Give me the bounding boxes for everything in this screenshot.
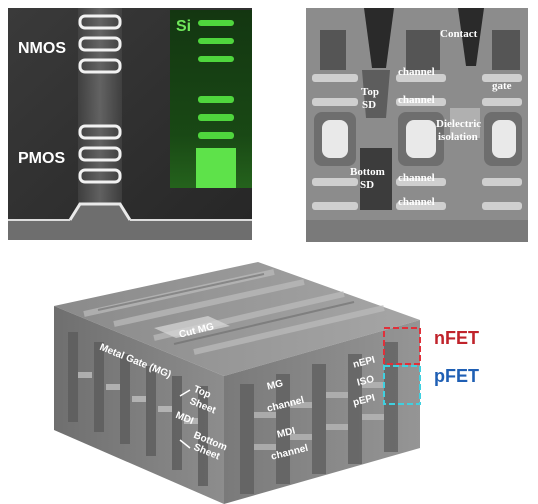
- dielectric-label-2: isolation: [438, 131, 478, 143]
- nmos-label: NMOS: [18, 40, 66, 57]
- sem-stack-panel: NMOS PMOS Si: [8, 8, 252, 240]
- tem-cross-section-image: [306, 8, 528, 242]
- channel-label-4: channel: [398, 196, 435, 208]
- channel-label-1: channel: [398, 66, 435, 78]
- si-label: Si: [176, 18, 192, 35]
- gate-label: gate: [492, 80, 512, 92]
- pfet-highlight-box: [383, 365, 421, 405]
- bottom-sd-label-1: Bottom: [350, 166, 385, 178]
- top-sd-label-1: Top: [361, 86, 379, 98]
- nfet-highlight-box: [383, 327, 421, 365]
- contact-label: Contact: [440, 28, 478, 40]
- channel-label-2: channel: [398, 94, 435, 106]
- pmos-label: PMOS: [18, 150, 66, 167]
- 3d-block-panel: Cut MG Metal Gate (MG) Top Sheet MDI Bot…: [54, 262, 538, 504]
- nfet-label: nFET: [434, 328, 479, 348]
- tem-cross-section-panel: Contact channel gate channel Top SD Diel…: [306, 8, 528, 242]
- pfet-label: pFET: [434, 366, 479, 386]
- channel-label-3: channel: [398, 172, 435, 184]
- 3d-block-image: [54, 262, 421, 504]
- bottom-sd-label-2: SD: [360, 179, 375, 191]
- sem-stack-image: [8, 8, 252, 240]
- dielectric-label-1: Dielectric: [436, 118, 482, 130]
- top-sd-label-2: SD: [362, 99, 377, 111]
